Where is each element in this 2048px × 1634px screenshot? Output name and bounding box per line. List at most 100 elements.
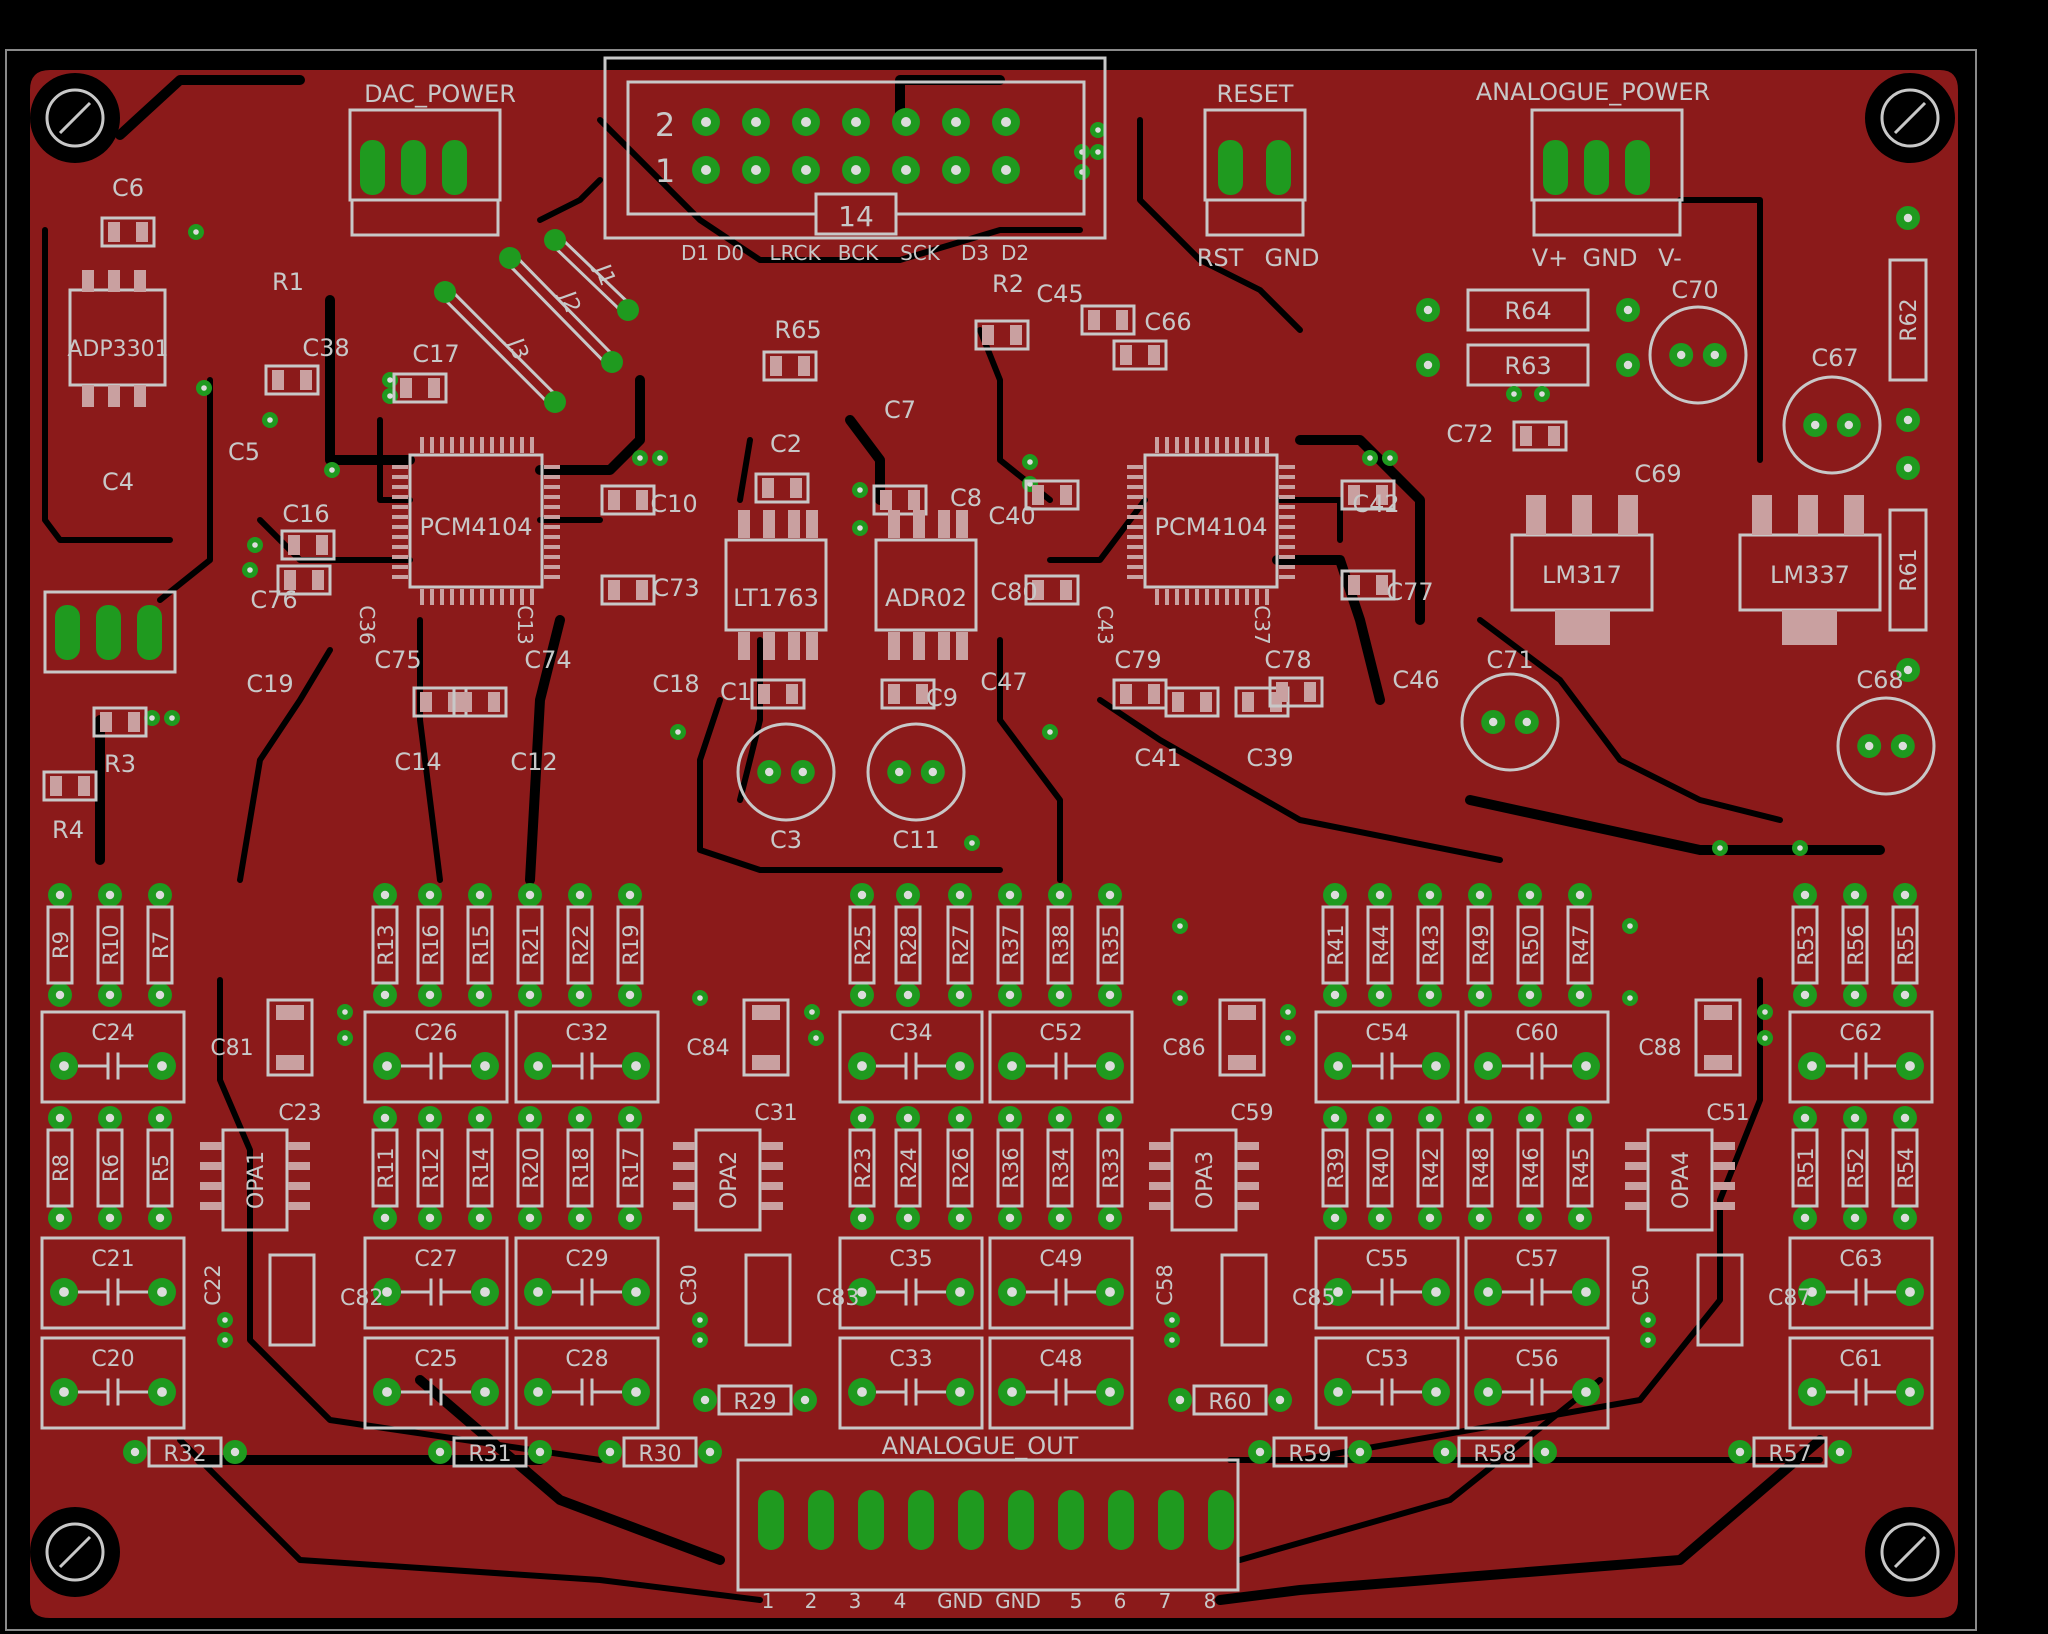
ic-pin <box>392 515 408 519</box>
ic-pin <box>500 589 504 605</box>
resistor-body <box>1466 343 1590 387</box>
ic-pin <box>1127 575 1143 579</box>
resistor-body <box>717 1384 793 1416</box>
capacitor-body <box>988 1336 1134 1430</box>
smd-pad <box>1242 692 1254 712</box>
smd-cap-label: C84 <box>686 1036 729 1061</box>
smd-part <box>974 319 1030 351</box>
component-label: C37 <box>1250 605 1274 644</box>
trace <box>1237 1377 1603 1563</box>
smd-pad <box>1032 485 1044 505</box>
component-label: C45 <box>1036 280 1083 308</box>
trace <box>377 417 413 503</box>
resistor-label: R39 <box>1324 1147 1348 1188</box>
via-drill <box>809 1009 815 1015</box>
via-drill <box>222 1317 228 1323</box>
via-drill <box>1285 1009 1291 1015</box>
resistor-body <box>1096 905 1124 985</box>
header-pin-drill <box>901 117 911 127</box>
capacitor-label: C53 <box>1365 1347 1408 1372</box>
via-drill <box>1431 1387 1441 1397</box>
reset-connector: RESET RST GND <box>1197 80 1320 272</box>
via-drill <box>928 767 937 777</box>
component-label: C43 <box>1093 605 1117 644</box>
ic-adp3301-label: ADP3301 <box>67 337 168 362</box>
ic-pin <box>1225 589 1229 605</box>
header-pin-drill <box>751 165 761 175</box>
smd-part <box>1024 574 1080 606</box>
resistor-label: R45 <box>1569 1147 1593 1188</box>
via-drill <box>1797 845 1803 851</box>
ic-pin <box>1155 589 1159 605</box>
smd-pad <box>300 370 312 390</box>
smd-pad <box>1304 682 1316 702</box>
via-drill <box>425 1213 435 1223</box>
mounting-hole-bottom-right <box>1865 1507 1955 1597</box>
ic-opa-label: OPA2 <box>717 1151 742 1209</box>
ic-pin <box>530 589 534 605</box>
ic-lm317-label: LM317 <box>1542 561 1622 589</box>
via-drill <box>1905 1061 1915 1071</box>
component-label: C7 <box>884 396 916 424</box>
component-label: C47 <box>980 668 1027 696</box>
resistor-label: R7 <box>149 931 173 959</box>
resistor-label: R10 <box>99 924 123 965</box>
ic-pin <box>544 495 560 499</box>
resistor-body <box>622 1436 698 1468</box>
ic-lm317: LM317 <box>1510 495 1654 645</box>
via-drill <box>895 767 904 777</box>
via-drill <box>903 1213 913 1223</box>
dac-power-label: DAC_POWER <box>364 80 516 108</box>
via-drill <box>857 1287 867 1297</box>
resistor-label: R6 <box>99 1154 123 1182</box>
ic-opa-1: OPA1 <box>200 1128 310 1232</box>
trace <box>325 295 415 465</box>
reset-pin-rst: RST <box>1197 244 1244 272</box>
resistor-body <box>1841 905 1869 985</box>
via-drill <box>1850 890 1860 900</box>
via-drill <box>1850 990 1860 1000</box>
ic-pin <box>480 437 484 453</box>
ic-pin <box>420 437 424 453</box>
ic-pin <box>430 589 434 605</box>
smd-pad <box>636 490 648 510</box>
via-drill <box>1627 923 1633 929</box>
resistor-body <box>466 905 494 985</box>
ic-pin <box>392 525 408 529</box>
via-drill <box>575 890 585 900</box>
via-drill <box>55 890 65 900</box>
ic-pin <box>1175 589 1179 605</box>
via-drill <box>387 393 393 399</box>
via-drill <box>857 1113 867 1123</box>
smd-pad <box>428 378 440 398</box>
smd-pad <box>916 684 928 704</box>
via-drill <box>252 542 258 548</box>
resistor-label: R53 <box>1794 924 1818 965</box>
via-drill <box>1735 1447 1745 1457</box>
smd-cap-label: C82 <box>340 1286 383 1311</box>
resistor-body <box>1096 1128 1124 1208</box>
via-drill <box>1095 127 1101 133</box>
out-pin-label: 1 <box>762 1589 775 1613</box>
smd-part <box>42 770 98 802</box>
component-label: C78 <box>1264 646 1311 674</box>
component-label: C14 <box>394 748 441 776</box>
resistor-body <box>566 1128 594 1208</box>
resistor-label: R32 <box>163 1442 206 1467</box>
smd-pad <box>1200 692 1212 712</box>
smd-cap-label: C86 <box>1162 1036 1205 1061</box>
resistor-body <box>1791 905 1819 985</box>
component-label: C4 <box>102 468 134 496</box>
capacitor-label: C32 <box>565 1021 608 1046</box>
via-drill <box>475 990 485 1000</box>
via-drill <box>857 487 863 493</box>
ic-pcm-left-label: PCM4104 <box>419 513 532 541</box>
via-drill <box>1898 741 1908 751</box>
resistor-label: R15 <box>469 924 493 965</box>
resistor-label: R30 <box>638 1442 681 1467</box>
via-drill <box>700 1395 710 1405</box>
resistor-label: R35 <box>1099 924 1123 965</box>
smd-cap-label: C59 <box>1230 1101 1273 1126</box>
capacitor-body <box>1314 1236 1460 1330</box>
